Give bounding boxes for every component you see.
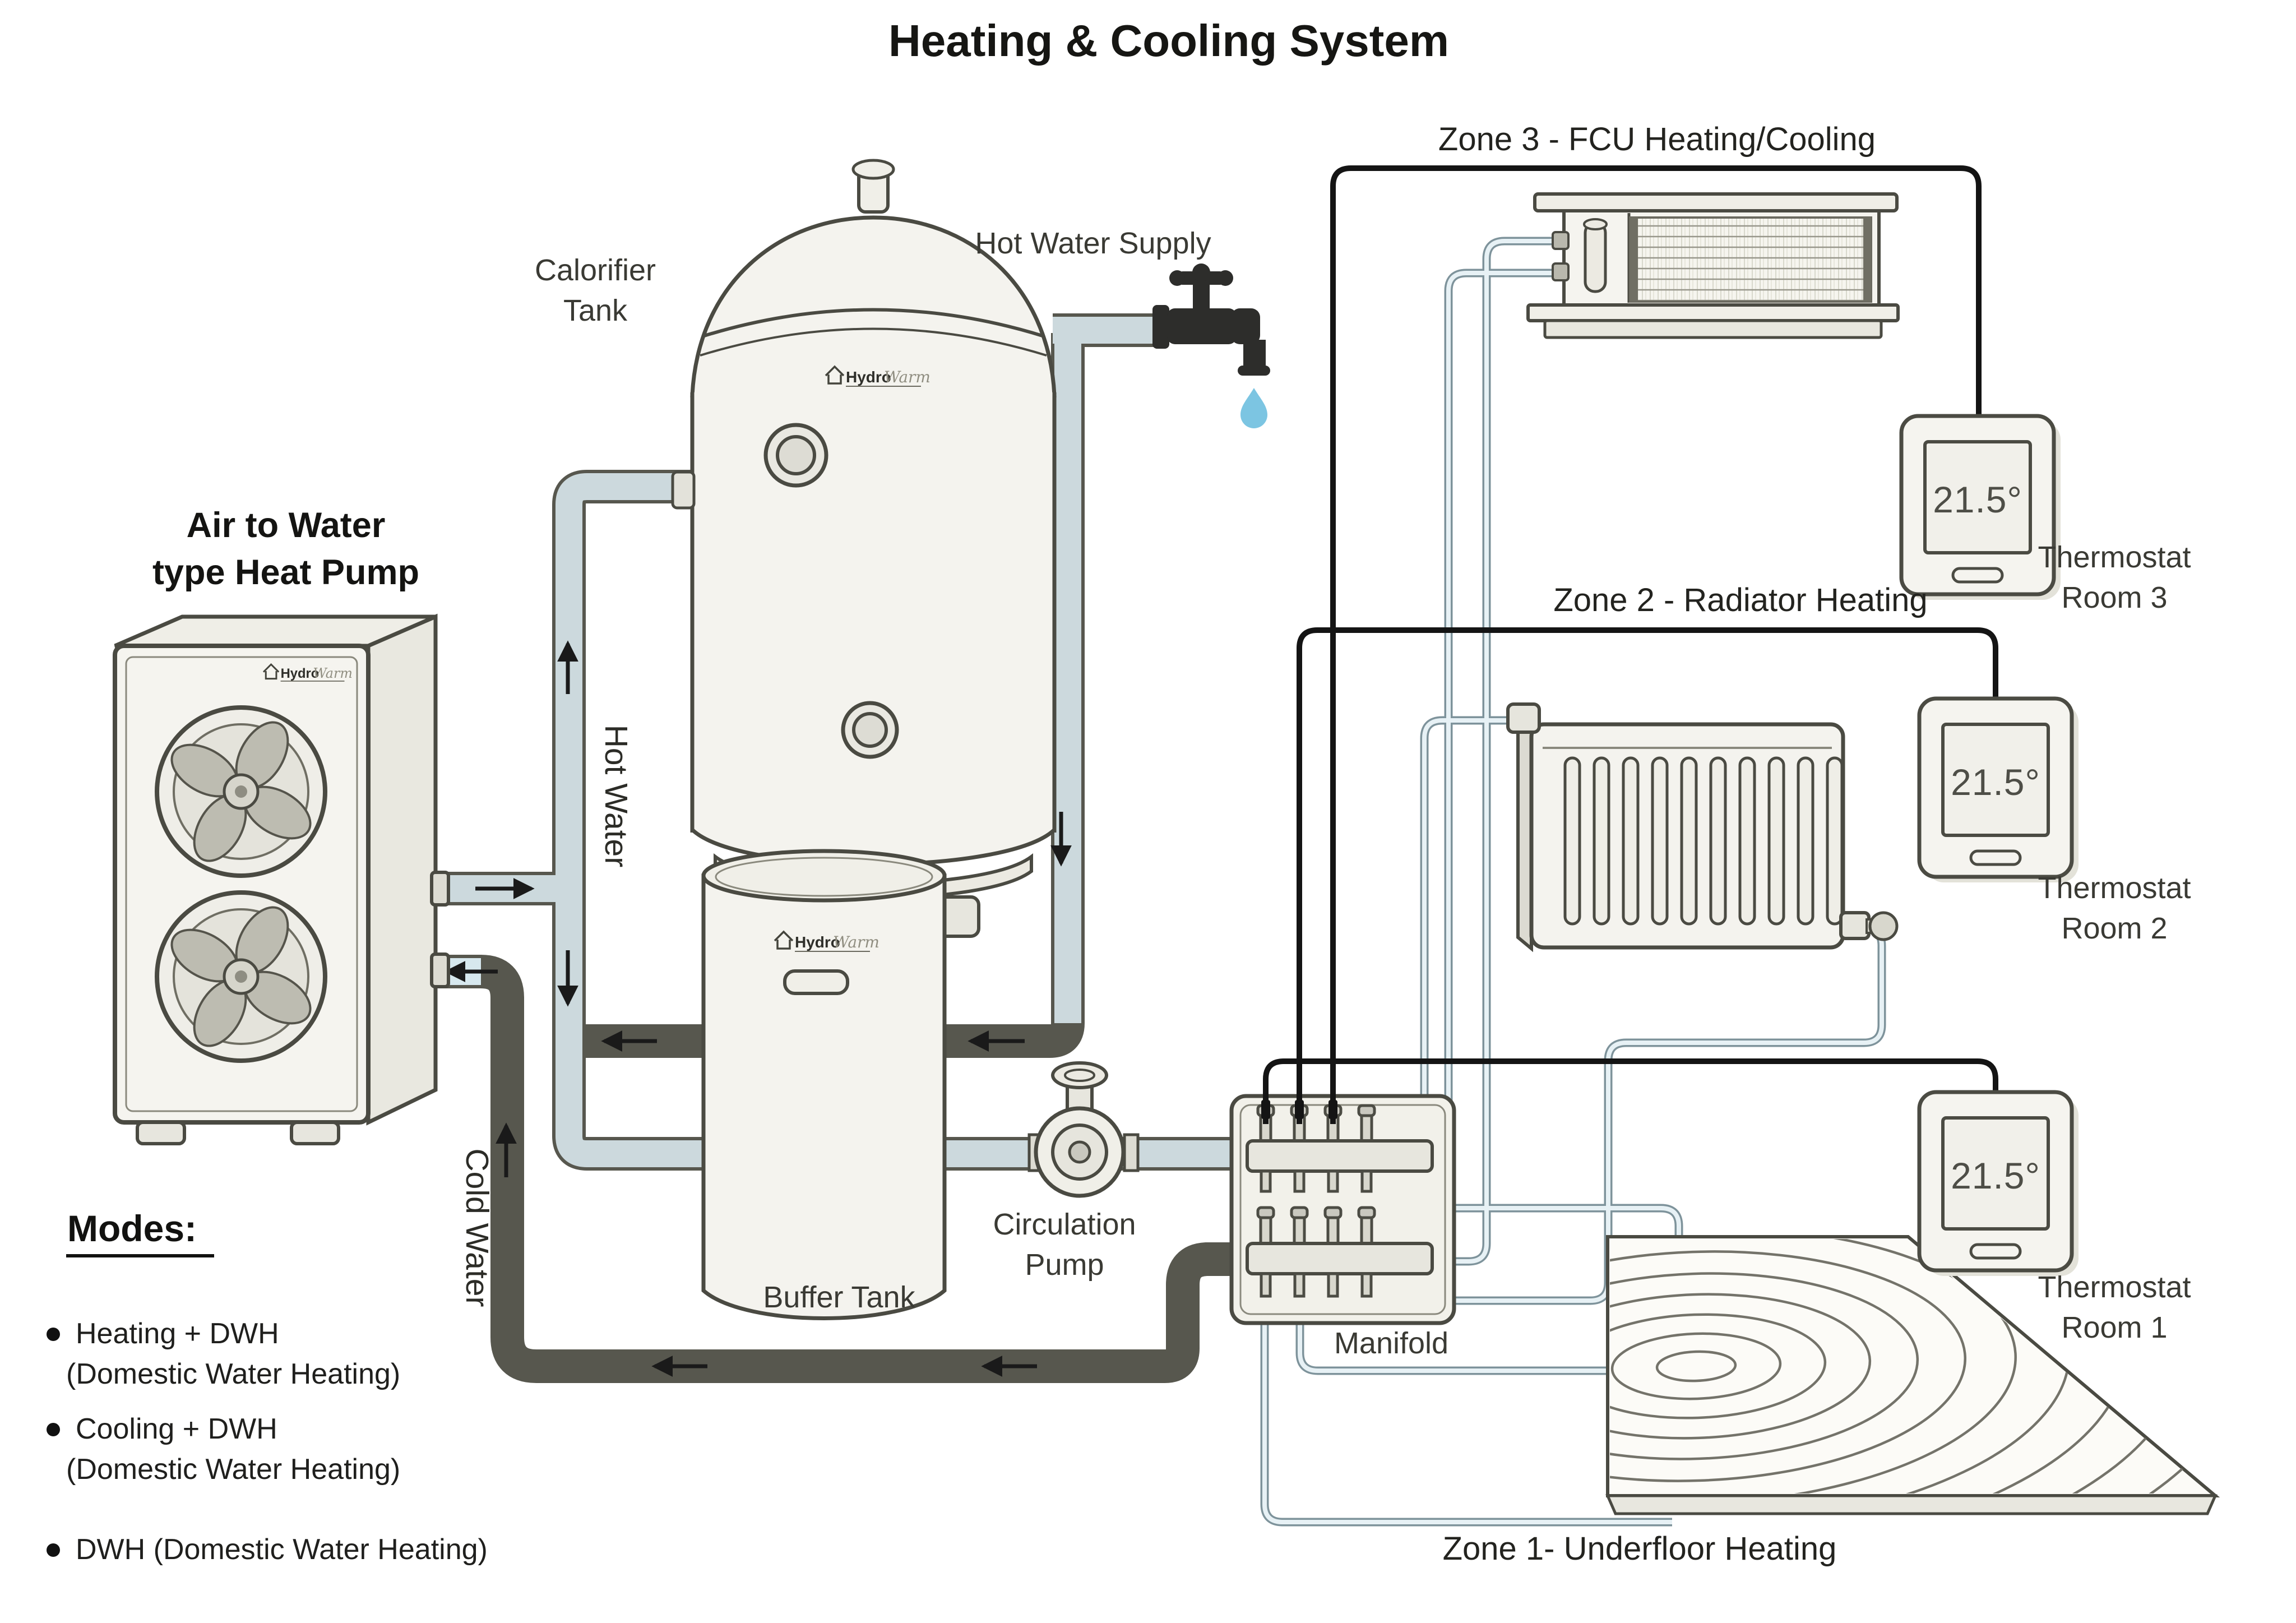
faucet-icon	[1152, 263, 1270, 376]
circulation-pump-label-line2: Pump	[1025, 1248, 1104, 1282]
thermostat-room-1: 21.5°	[1917, 1090, 2079, 1276]
thermostat-button	[1969, 1243, 2022, 1260]
zone-3-label: Zone 3 - FCU Heating/Cooling	[1438, 121, 1876, 158]
svg-text:Warm: Warm	[833, 933, 879, 951]
brand-logo: Hydro Warm	[774, 930, 879, 952]
calorifier-tank: Hydro Warm	[671, 159, 1057, 938]
temperature-value: 21.5°	[1951, 1155, 2040, 1196]
page-title: Heating & Cooling System	[888, 16, 1449, 66]
wire-connectors	[1261, 1100, 1337, 1119]
manifold	[1229, 1094, 1456, 1325]
zone-wires	[1263, 165, 1998, 1124]
manifold-label: Manifold	[1334, 1326, 1448, 1360]
mode-1-line1: Heating + DWH	[76, 1317, 279, 1350]
heat-pump-label-line1: Air to Water	[187, 506, 386, 545]
mode-2-line2: (Domestic Water Heating)	[66, 1453, 400, 1486]
bullet-icon	[47, 1423, 60, 1436]
heat-pump: Hydro Warm	[113, 613, 450, 1145]
zone-wire-3	[1330, 165, 1982, 1124]
bullet-icon	[47, 1543, 60, 1557]
zone-wire-2	[1297, 627, 1998, 1124]
fcu-unit	[1526, 192, 1900, 339]
cold-water-label: Cold Water	[459, 1149, 495, 1307]
thermostat-room-2: 21.5°	[1917, 696, 2079, 882]
thermostat-room-3: 21.5°	[1899, 414, 2061, 600]
thermostat-3-label-line1: Thermostat	[2038, 540, 2191, 574]
hot-water-label: Hot Water	[598, 725, 634, 867]
thermostat-3-label-line2: Room 3	[2061, 581, 2167, 614]
svg-text:Hydro: Hydro	[846, 368, 891, 386]
temperature-value: 21.5°	[1933, 479, 2022, 520]
fan-icon	[155, 890, 327, 1063]
zone-wire-1	[1263, 1058, 1998, 1124]
radiator-inlet-port	[1506, 702, 1541, 734]
thermostat-display	[1941, 723, 2050, 837]
heat-pump-label-line2: type Heat Pump	[152, 553, 419, 592]
thermostat-2-label-line2: Room 2	[2061, 912, 2167, 945]
water-drop-icon	[1240, 388, 1267, 428]
thermostat-1-label-line2: Room 1	[2061, 1311, 2167, 1344]
mode-1-line2: (Domestic Water Heating)	[66, 1358, 400, 1390]
buffer-tank: Hydro Warm	[701, 849, 947, 1320]
bullet-icon	[47, 1328, 60, 1341]
calorifier-label-line1: Calorifier	[535, 253, 656, 287]
zone-2-label: Zone 2 - Radiator Heating	[1553, 582, 1927, 618]
temperature-value: 21.5°	[1951, 761, 2040, 803]
radiator	[1506, 702, 1899, 952]
thermostat-button	[1951, 567, 2004, 584]
thermostat-button	[1969, 849, 2022, 866]
modes-section: Modes: Heating + DWH (Domestic Water Hea…	[47, 1208, 488, 1566]
thermostat-2-label-line1: Thermostat	[2038, 871, 2191, 905]
fan-icon	[155, 705, 327, 878]
hot-water-pipe	[443, 317, 1256, 1167]
flow-arrows	[444, 640, 1072, 1377]
zone-1-label: Zone 1- Underfloor Heating	[1443, 1530, 1837, 1567]
svg-text:Hydro: Hydro	[281, 666, 320, 681]
mode-3-line1: DWH (Domestic Water Heating)	[76, 1533, 488, 1566]
circulation-pump	[1027, 1061, 1140, 1198]
thermostat-display	[1941, 1116, 2050, 1231]
brand-logo: Hydro Warm	[262, 663, 353, 682]
mode-2-line1: Cooling + DWH	[76, 1413, 277, 1445]
svg-text:Warm: Warm	[884, 368, 931, 386]
svg-text:Warm: Warm	[313, 665, 353, 681]
radiator-valve	[1839, 911, 1899, 941]
brand-logo: Hydro Warm	[825, 365, 931, 387]
calorifier-label-line2: Tank	[563, 294, 628, 327]
thermostat-display	[1923, 440, 2032, 554]
svg-text:Hydro: Hydro	[795, 933, 840, 951]
buffer-tank-label: Buffer Tank	[763, 1280, 915, 1314]
modes-heading: Modes:	[67, 1208, 197, 1249]
hot-water-supply-label: Hot Water Supply	[975, 226, 1211, 260]
circulation-pump-label-line1: Circulation	[993, 1208, 1136, 1241]
thermostat-1-label-line1: Thermostat	[2038, 1270, 2191, 1304]
